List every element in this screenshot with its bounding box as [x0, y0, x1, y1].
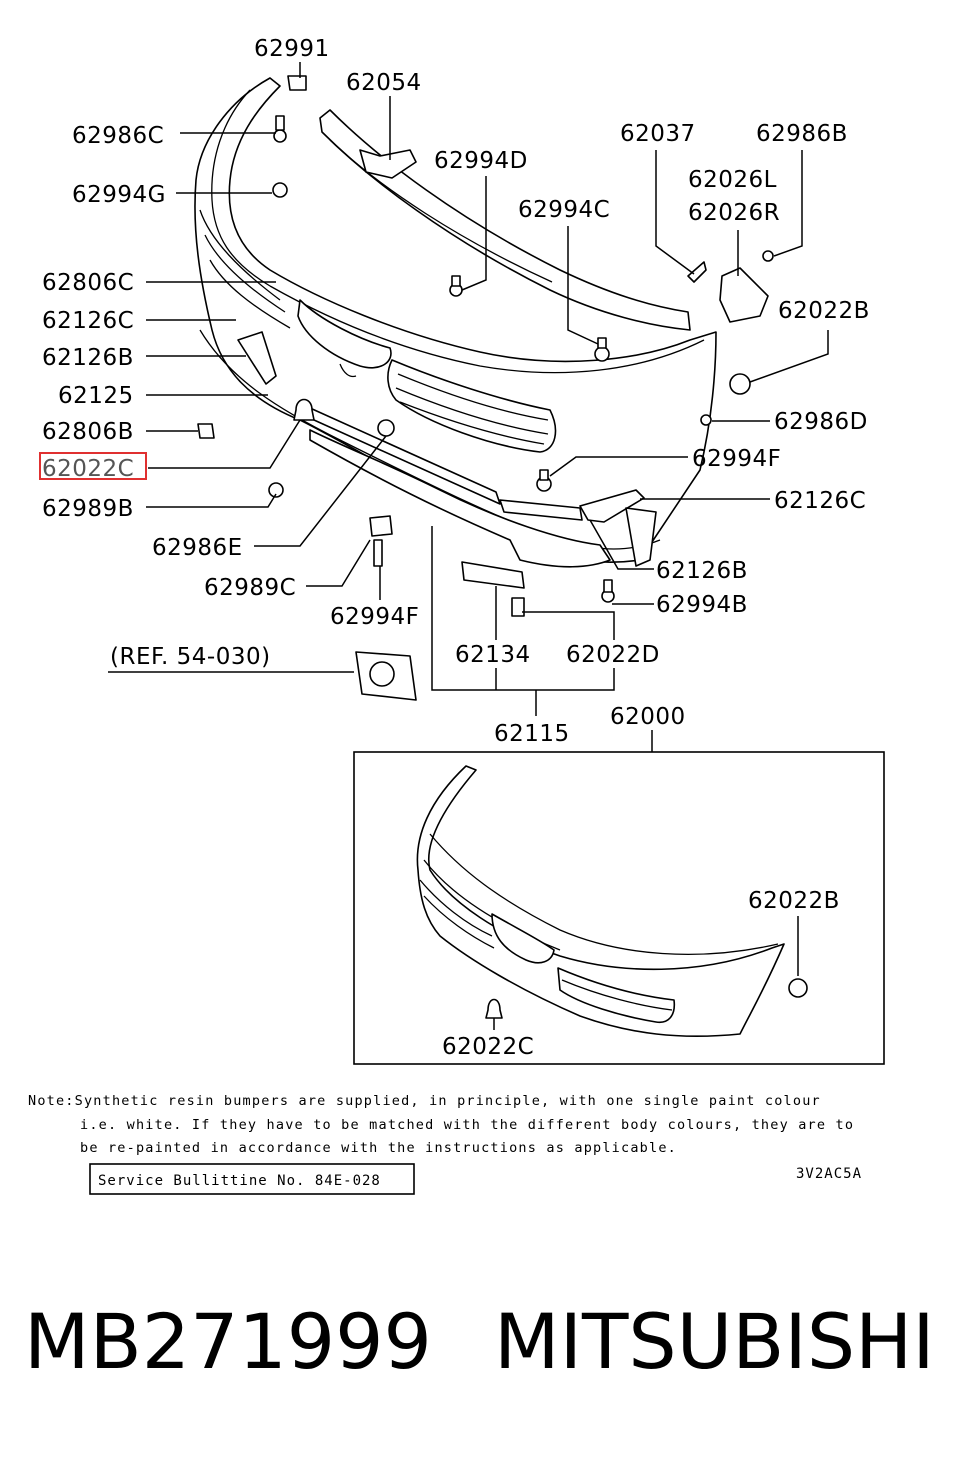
service-bulletin-box [89, 1163, 415, 1195]
label-62022d: 62022D [566, 642, 660, 668]
label-62994f-right: 62994F [692, 446, 781, 472]
label-62986e: 62986E [152, 535, 243, 561]
label-62037: 62037 [620, 121, 696, 147]
label-62986d: 62986D [774, 409, 868, 435]
note-line-2: i.e. white. If they have to be matched w… [80, 1117, 854, 1133]
label-62022c-inset: 62022C [442, 1034, 534, 1060]
label-62022b-inset: 62022B [748, 888, 840, 914]
label-62986c: 62986C [72, 123, 164, 149]
label-62054: 62054 [346, 70, 422, 96]
label-62026l: 62026L [688, 167, 777, 193]
label-62126b-right: 62126B [656, 558, 748, 584]
label-62994f-bottom: 62994F [330, 604, 419, 630]
assembly-frame [353, 751, 885, 1065]
drawing-code: 3V2AC5A [796, 1166, 862, 1182]
label-62986b: 62986B [756, 121, 848, 147]
note-line-3: be re-painted in accordance with the ins… [80, 1140, 677, 1156]
label-62126c-left: 62126C [42, 308, 134, 334]
label-62991: 62991 [254, 36, 330, 62]
label-62126c-right: 62126C [774, 488, 866, 514]
notes: Note:Synthetic resin bumpers are supplie… [28, 1093, 862, 1195]
label-62026r: 62026R [688, 200, 780, 226]
label-ref-54-030: (REF. 54-030) [110, 644, 271, 670]
brand-name: MITSUBISHI [494, 1297, 935, 1386]
label-62134: 62134 [455, 642, 531, 668]
note-line-1: Note:Synthetic resin bumpers are supplie… [28, 1093, 821, 1109]
leader-lines [108, 62, 829, 752]
part-labels: 62991 62054 62986C 62994G 62994D 62037 6… [39, 36, 870, 747]
label-62989c: 62989C [204, 575, 296, 601]
label-62115: 62115 [494, 721, 570, 747]
label-62125: 62125 [58, 383, 134, 409]
label-62989b: 62989B [42, 496, 134, 522]
label-62806c: 62806C [42, 270, 134, 296]
front-bumper-assembly-drawing [194, 75, 774, 701]
assembly-inset: 62022B 62022C [353, 751, 885, 1065]
footer: MB271999 MITSUBISHI [24, 1297, 935, 1386]
label-62022c-highlight: 62022C [42, 456, 134, 482]
label-62022b-top: 62022B [778, 298, 870, 324]
label-62994g: 62994G [72, 182, 166, 208]
label-62126b-left: 62126B [42, 345, 134, 371]
label-62994b: 62994B [656, 592, 748, 618]
label-62000: 62000 [610, 704, 686, 730]
service-bulletin: Service Bullittine No. 84E-028 [98, 1173, 381, 1189]
label-62994c: 62994C [518, 197, 610, 223]
label-62994d: 62994D [434, 148, 528, 174]
highlight-box [39, 452, 147, 480]
label-62806b: 62806B [42, 419, 134, 445]
part-number: MB271999 [24, 1297, 432, 1386]
